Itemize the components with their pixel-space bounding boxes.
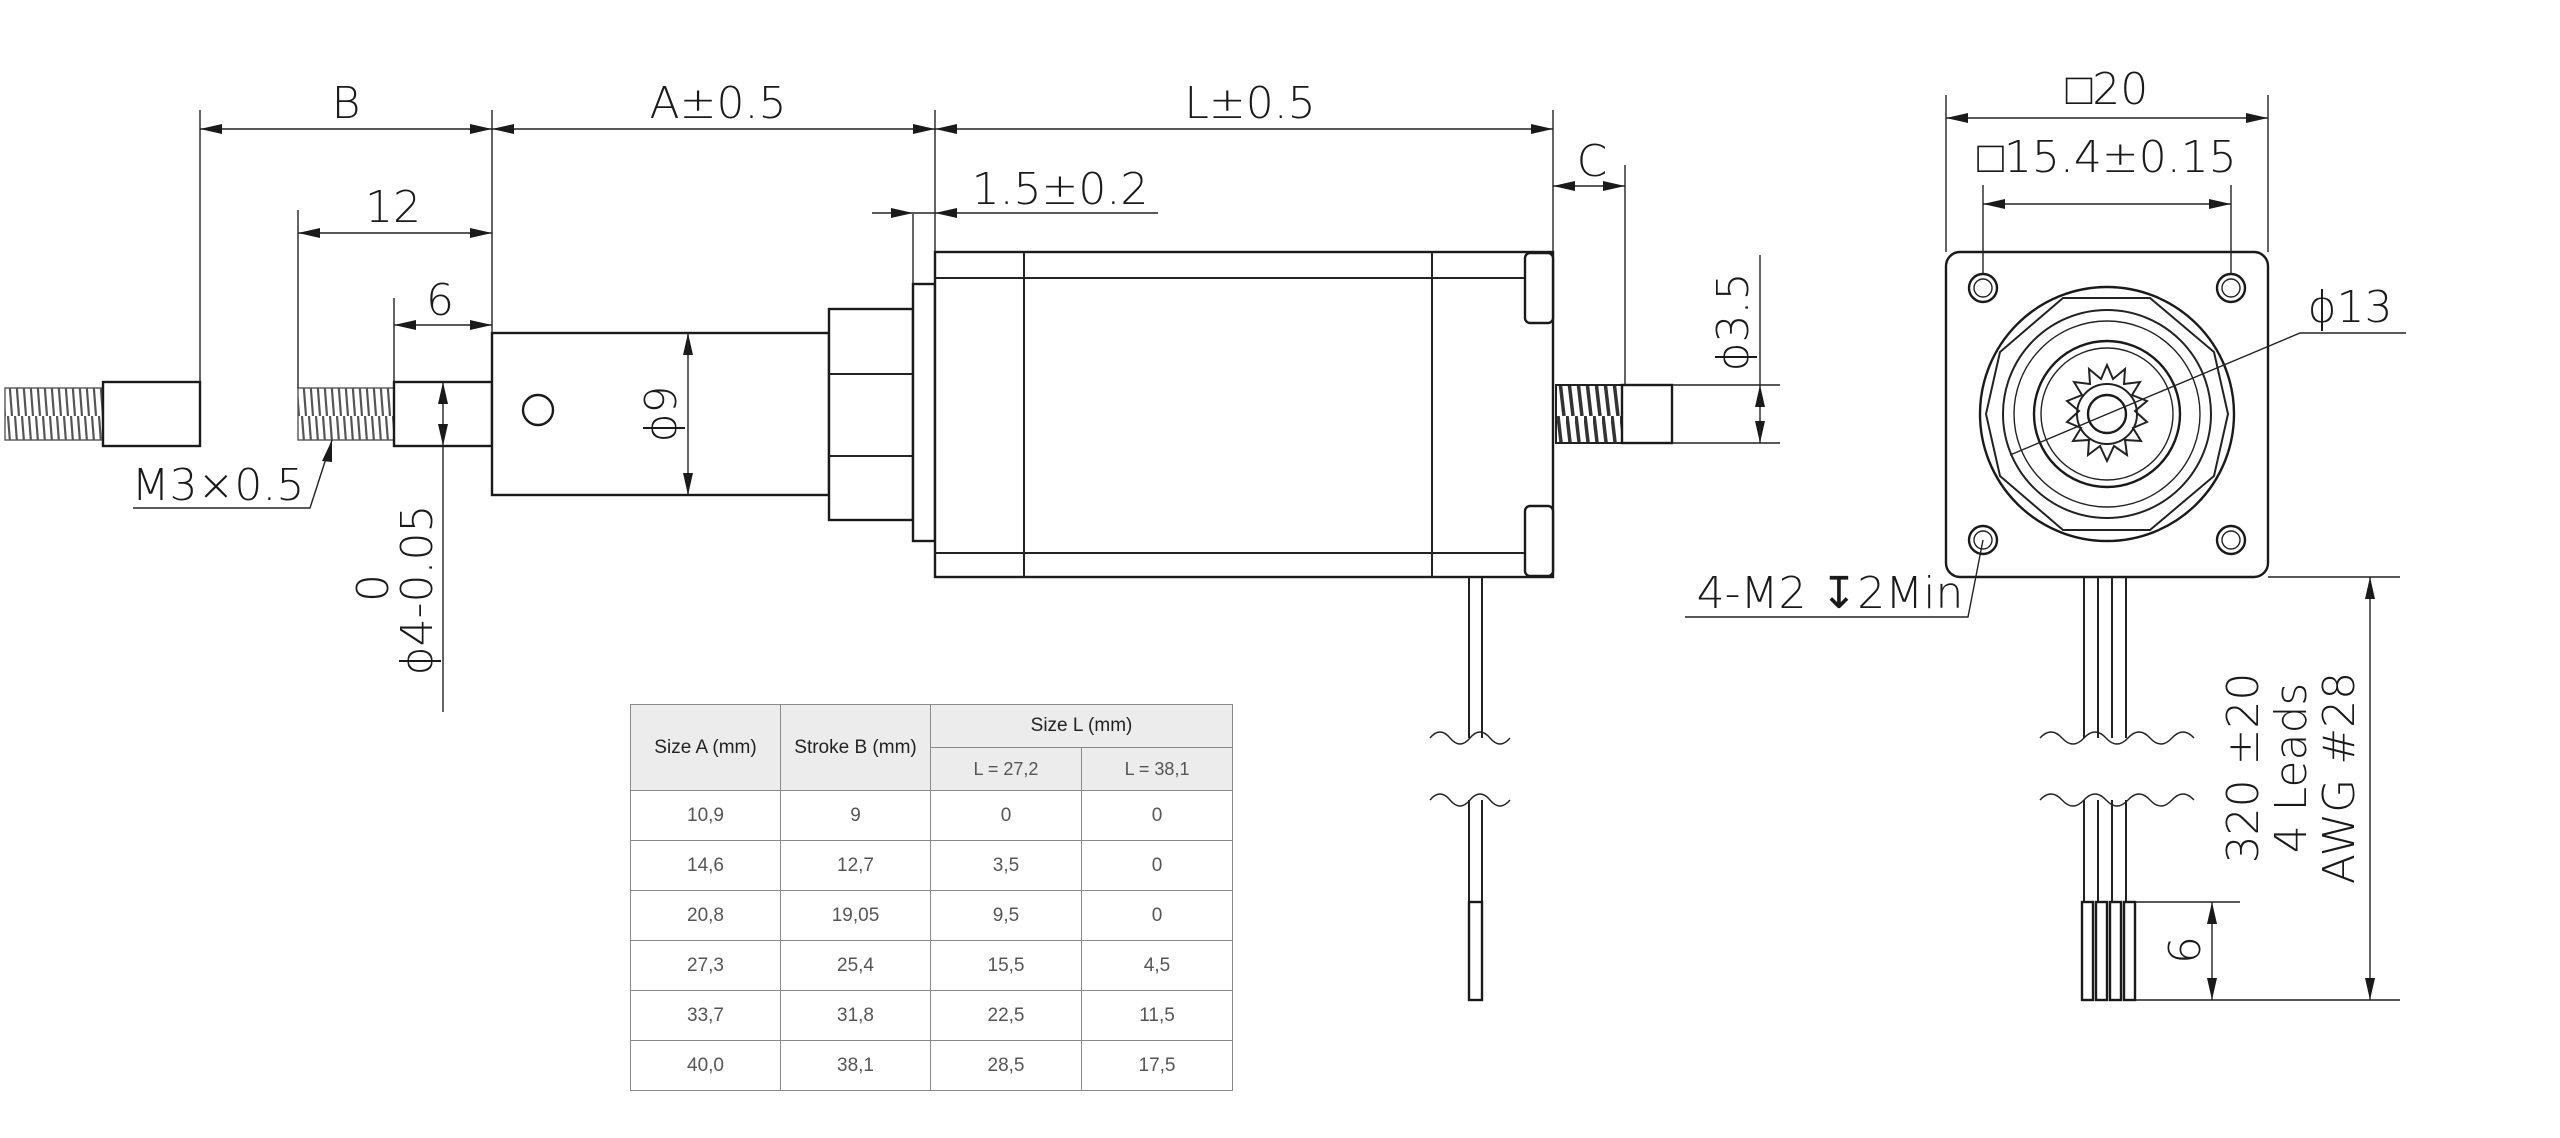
table-row: 20,8 19,05 9,5 0 [630, 890, 1234, 941]
table-row: 27,3 25,4 15,5 4,5 [630, 940, 1234, 991]
lead-gauge-label: AWG #28 [2314, 672, 2365, 884]
table-cell: 33,7 [630, 990, 781, 1041]
front-octagon [1984, 297, 2230, 531]
dim-b-label: B [332, 78, 361, 129]
table-cell: 0 [1080, 890, 1234, 941]
table-cell: 11,5 [1080, 990, 1234, 1041]
mount-hole-tr [2215, 272, 2247, 304]
thread-label: M3×0.5 [132, 460, 305, 511]
dim-6-label: 6 [426, 275, 454, 326]
table-cell: 15,5 [930, 940, 1082, 991]
body-dia-label: ϕ9 [636, 385, 687, 442]
table-cell: 27,3 [630, 940, 781, 991]
table-cell: 17,5 [1080, 1040, 1234, 1091]
mount-hole-tl [1967, 272, 1999, 304]
side-view-labels: B A±0.5 L±0.5 C 1.5±0.2 12 6 M3×0.5 0 ϕ4… [132, 78, 1759, 675]
side-view [4, 214, 1674, 1002]
rear-shaft [1620, 383, 1674, 445]
table-cell: 22,5 [930, 990, 1082, 1041]
side-view-dimensions [133, 110, 1780, 712]
mount-hole-br [2215, 524, 2247, 556]
table-row: 10,9 9 0 0 [630, 790, 1234, 841]
table-cell: 40,0 [630, 1040, 781, 1091]
table-cell: 9 [780, 790, 931, 841]
lead-length-label: 320 ±20 [2218, 673, 2269, 864]
header-l2: L = 38,1 [1080, 747, 1234, 791]
table-cell: 19,05 [780, 890, 931, 941]
table-cell: 31,8 [780, 990, 931, 1041]
square-15-label: □15.4±0.15 [1977, 132, 2236, 183]
square-20-label: □20 [2066, 64, 2149, 115]
header-size-a: Size A (mm) [630, 704, 781, 791]
rear-shaft-dia-label: ϕ3.5 [1708, 273, 1759, 372]
table-row: 33,7 31,8 22,5 11,5 [630, 990, 1234, 1041]
screw-head-bottom [1523, 504, 1555, 578]
front-view-dimensions [1685, 95, 2406, 1001]
table-row: 14,6 12,7 3,5 0 [630, 840, 1234, 891]
hex-coupler [827, 307, 915, 522]
strip-length-label: 6 [2160, 936, 2211, 964]
lead-screw-thread [297, 387, 395, 441]
size-table: Size A (mm) Stroke B (mm) Size L (mm) L … [630, 704, 1234, 1091]
cross-hole [521, 393, 555, 427]
shaft-dia-label: ϕ4-0.05 [392, 505, 443, 676]
table-cell: 20,8 [630, 890, 781, 941]
table-cell: 38,1 [780, 1040, 931, 1091]
mount-holes-label: 4-M2 ↧2Min [1697, 568, 1964, 619]
front-view [1944, 250, 2270, 1002]
front-view-labels: □20 □15.4±0.15 ϕ13 4-M2 ↧2Min 320 ±20 4 … [1697, 64, 2393, 964]
motor-body [933, 250, 1555, 579]
header-l1: L = 27,2 [930, 747, 1082, 791]
table-cell: 9,5 [930, 890, 1082, 941]
lead-count-label: 4 Leads [2266, 683, 2317, 854]
table-cell: 0 [1080, 790, 1234, 841]
rear-shaft-thread [1555, 384, 1623, 444]
motor-flange [911, 282, 937, 543]
dim-l-label: L±0.5 [1184, 78, 1315, 129]
table-row: 40,0 38,1 28,5 17,5 [630, 1040, 1234, 1091]
table-cell: 25,4 [780, 940, 931, 991]
lead-wire-tip [1467, 900, 1484, 1002]
dim-c-label: C [1577, 136, 1608, 187]
screw-head-top [1523, 251, 1555, 325]
dim-flange-offset-label: 1.5±0.2 [972, 164, 1149, 215]
table-cell: 10,9 [630, 790, 781, 841]
table-cell: 14,6 [630, 840, 781, 891]
header-stroke-b: Stroke B (mm) [780, 704, 931, 791]
lead-screw-thread-extended [4, 387, 104, 441]
pilot-dia-label: ϕ13 [2307, 282, 2392, 333]
table-cell: 4,5 [1080, 940, 1234, 991]
table-cell: 12,7 [780, 840, 931, 891]
lead-nut-extended [101, 380, 202, 448]
gear [2065, 362, 2149, 464]
dim-12-label: 12 [365, 182, 421, 233]
shaft-dia-tolerance: 0 [348, 574, 399, 602]
dim-a-label: A±0.5 [650, 78, 787, 129]
table-cell: 3,5 [930, 840, 1082, 891]
table-cell: 0 [930, 790, 1082, 841]
header-size-l: Size L (mm) [929, 704, 1234, 748]
table-cell: 28,5 [930, 1040, 1082, 1091]
table-cell: 0 [1080, 840, 1234, 891]
